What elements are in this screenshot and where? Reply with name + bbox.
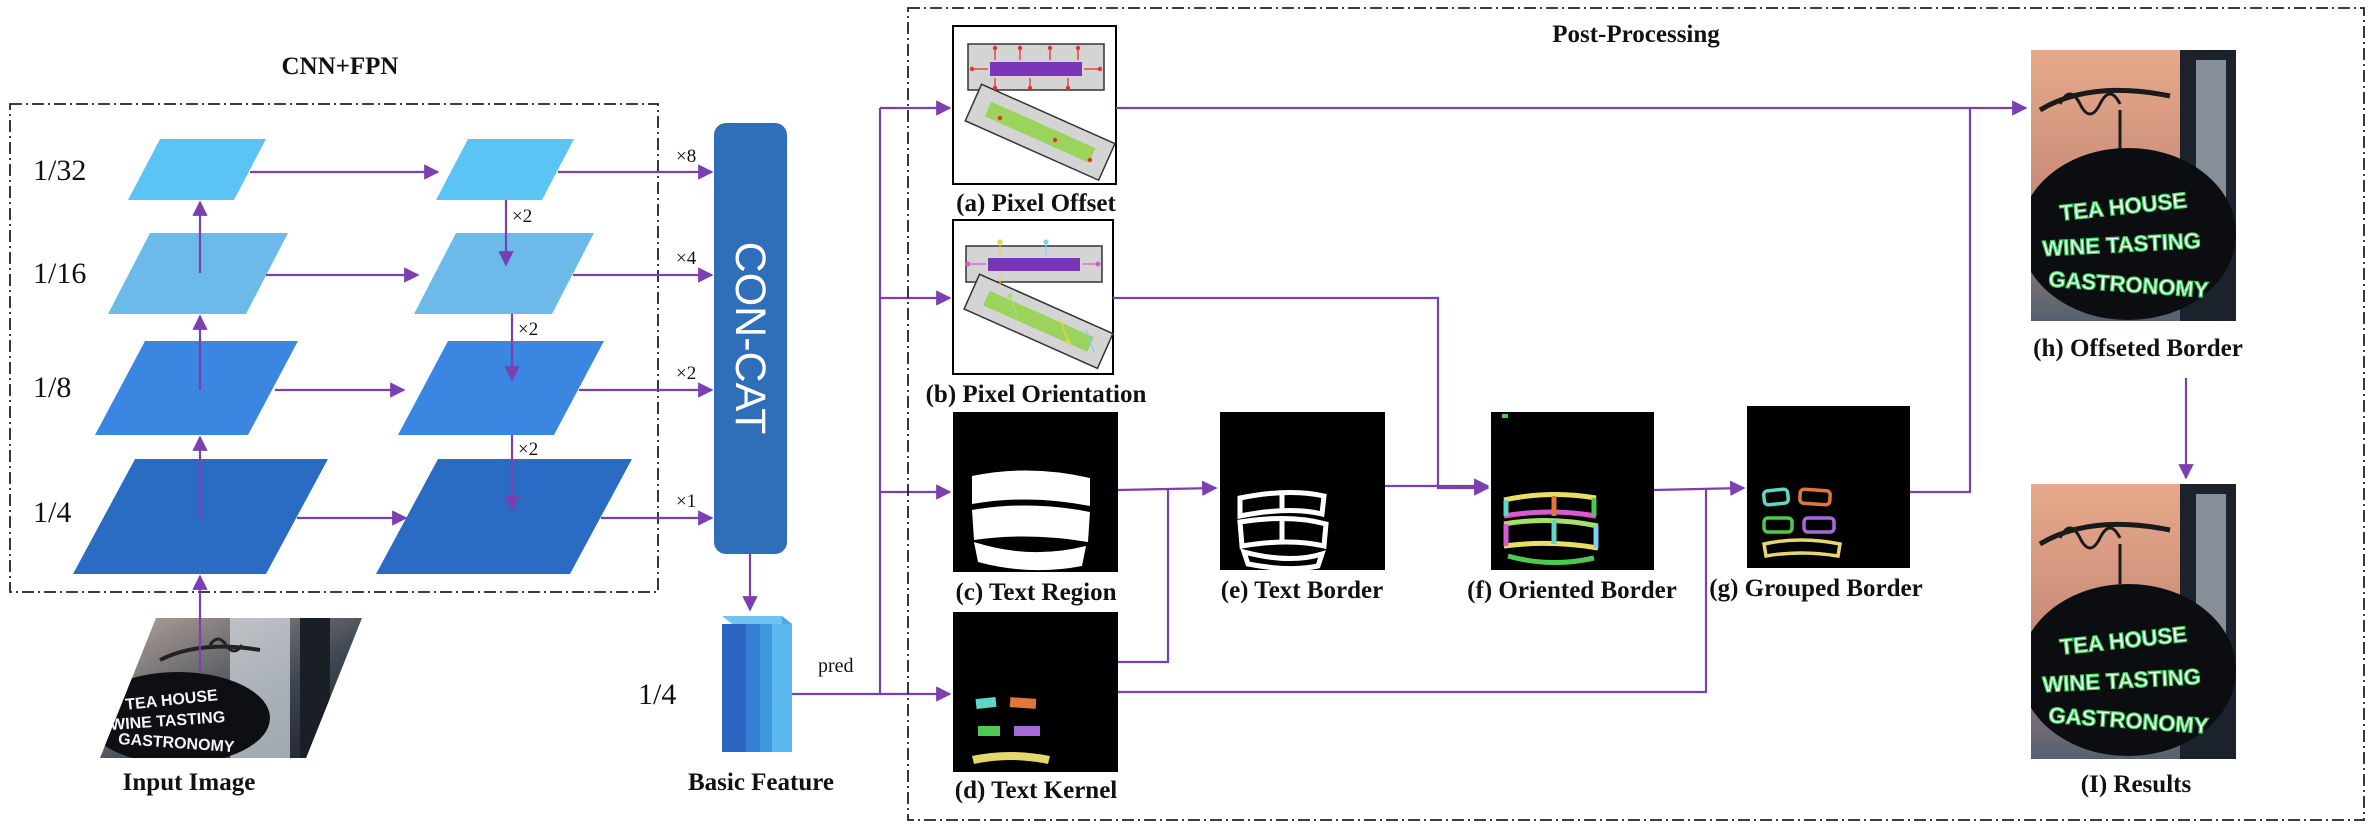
arrow-oriented-border-to-grouped-border xyxy=(1653,480,1746,497)
line-kernel-to-text-border xyxy=(1118,490,1170,664)
scale-label-1-16: 1/16 xyxy=(33,257,86,290)
basic-feature-caption: Basic Feature xyxy=(688,769,834,796)
arrow-region-to-text-border xyxy=(1117,480,1218,496)
pred-trunk xyxy=(792,108,882,696)
text-region-caption: (c) Text Region xyxy=(955,579,1116,606)
fpn-level-1-8 xyxy=(398,341,604,435)
scale-label-1-8: 1/8 xyxy=(33,371,71,404)
grouped-border-caption: (g) Grouped Border xyxy=(1709,575,1922,602)
oriented-border-panel xyxy=(1491,412,1654,570)
results-image: TEA HOUSE WINE TASTING GASTRONOMY xyxy=(2031,484,2236,759)
oriented-border-caption: (f) Oriented Border xyxy=(1467,577,1677,604)
results-caption: (I) Results xyxy=(2081,771,2192,798)
upsample-x2-1: ×2 xyxy=(512,206,532,227)
text-kernel-caption: (d) Text Kernel xyxy=(955,777,1118,804)
scale-label-1-32: 1/32 xyxy=(33,154,86,187)
pixel-orientation-caption: (b) Pixel Orientation xyxy=(926,381,1147,408)
multiplier-x8: ×8 xyxy=(676,146,696,167)
arrow-orientation-to-oriented-border xyxy=(1113,296,1490,496)
backbone-level-1-16 xyxy=(108,233,288,314)
pixel-offset-panel xyxy=(952,25,1117,185)
input-image: TEA HOUSE WINE TASTING GASTRONOMY xyxy=(100,618,362,758)
concat-label: CON-CAT xyxy=(726,242,774,435)
line-kernel-to-grouped-border xyxy=(1118,490,1708,694)
upsample-x2-2: ×2 xyxy=(518,319,538,340)
basic-feature-block xyxy=(722,616,792,752)
post-processing-title: Post-Processing xyxy=(1552,21,1720,48)
line-grouped-to-offseted-border xyxy=(1910,108,1972,494)
backbone-level-1-32 xyxy=(128,139,266,200)
pred-label: pred xyxy=(818,655,854,677)
multiplier-x1: ×1 xyxy=(676,491,696,512)
fpn-level-1-4 xyxy=(376,459,632,574)
cnn-fpn-title: CNN+FPN xyxy=(281,53,398,80)
offseted-border-image: TEA HOUSE WINE TASTING GASTRONOMY xyxy=(2031,50,2236,321)
text-region-panel xyxy=(953,412,1118,572)
text-kernel-panel xyxy=(953,612,1118,772)
upsample-x2-3: ×2 xyxy=(518,439,538,460)
offseted-border-caption: (h) Offseted Border xyxy=(2033,335,2243,362)
backbone-level-1-8 xyxy=(95,341,298,435)
basic-feature-scale: 1/4 xyxy=(638,678,676,711)
text-border-caption: (e) Text Border xyxy=(1221,577,1383,604)
pixel-offset-caption: (a) Pixel Offset xyxy=(956,190,1116,217)
multiplier-x4: ×4 xyxy=(676,248,697,269)
fpn-level-1-32 xyxy=(436,139,574,200)
scale-label-1-4: 1/4 xyxy=(33,496,71,529)
fpn-level-1-16 xyxy=(414,233,594,314)
text-border-panel xyxy=(1220,412,1385,572)
input-image-caption: Input Image xyxy=(123,769,256,796)
grouped-border-panel xyxy=(1747,406,1910,568)
pixel-orientation-panel xyxy=(952,219,1114,375)
cnn-fpn-frame xyxy=(9,103,659,593)
post-processing-frame xyxy=(907,7,2365,821)
multiplier-x2: ×2 xyxy=(676,363,696,384)
concat-block xyxy=(714,123,787,554)
